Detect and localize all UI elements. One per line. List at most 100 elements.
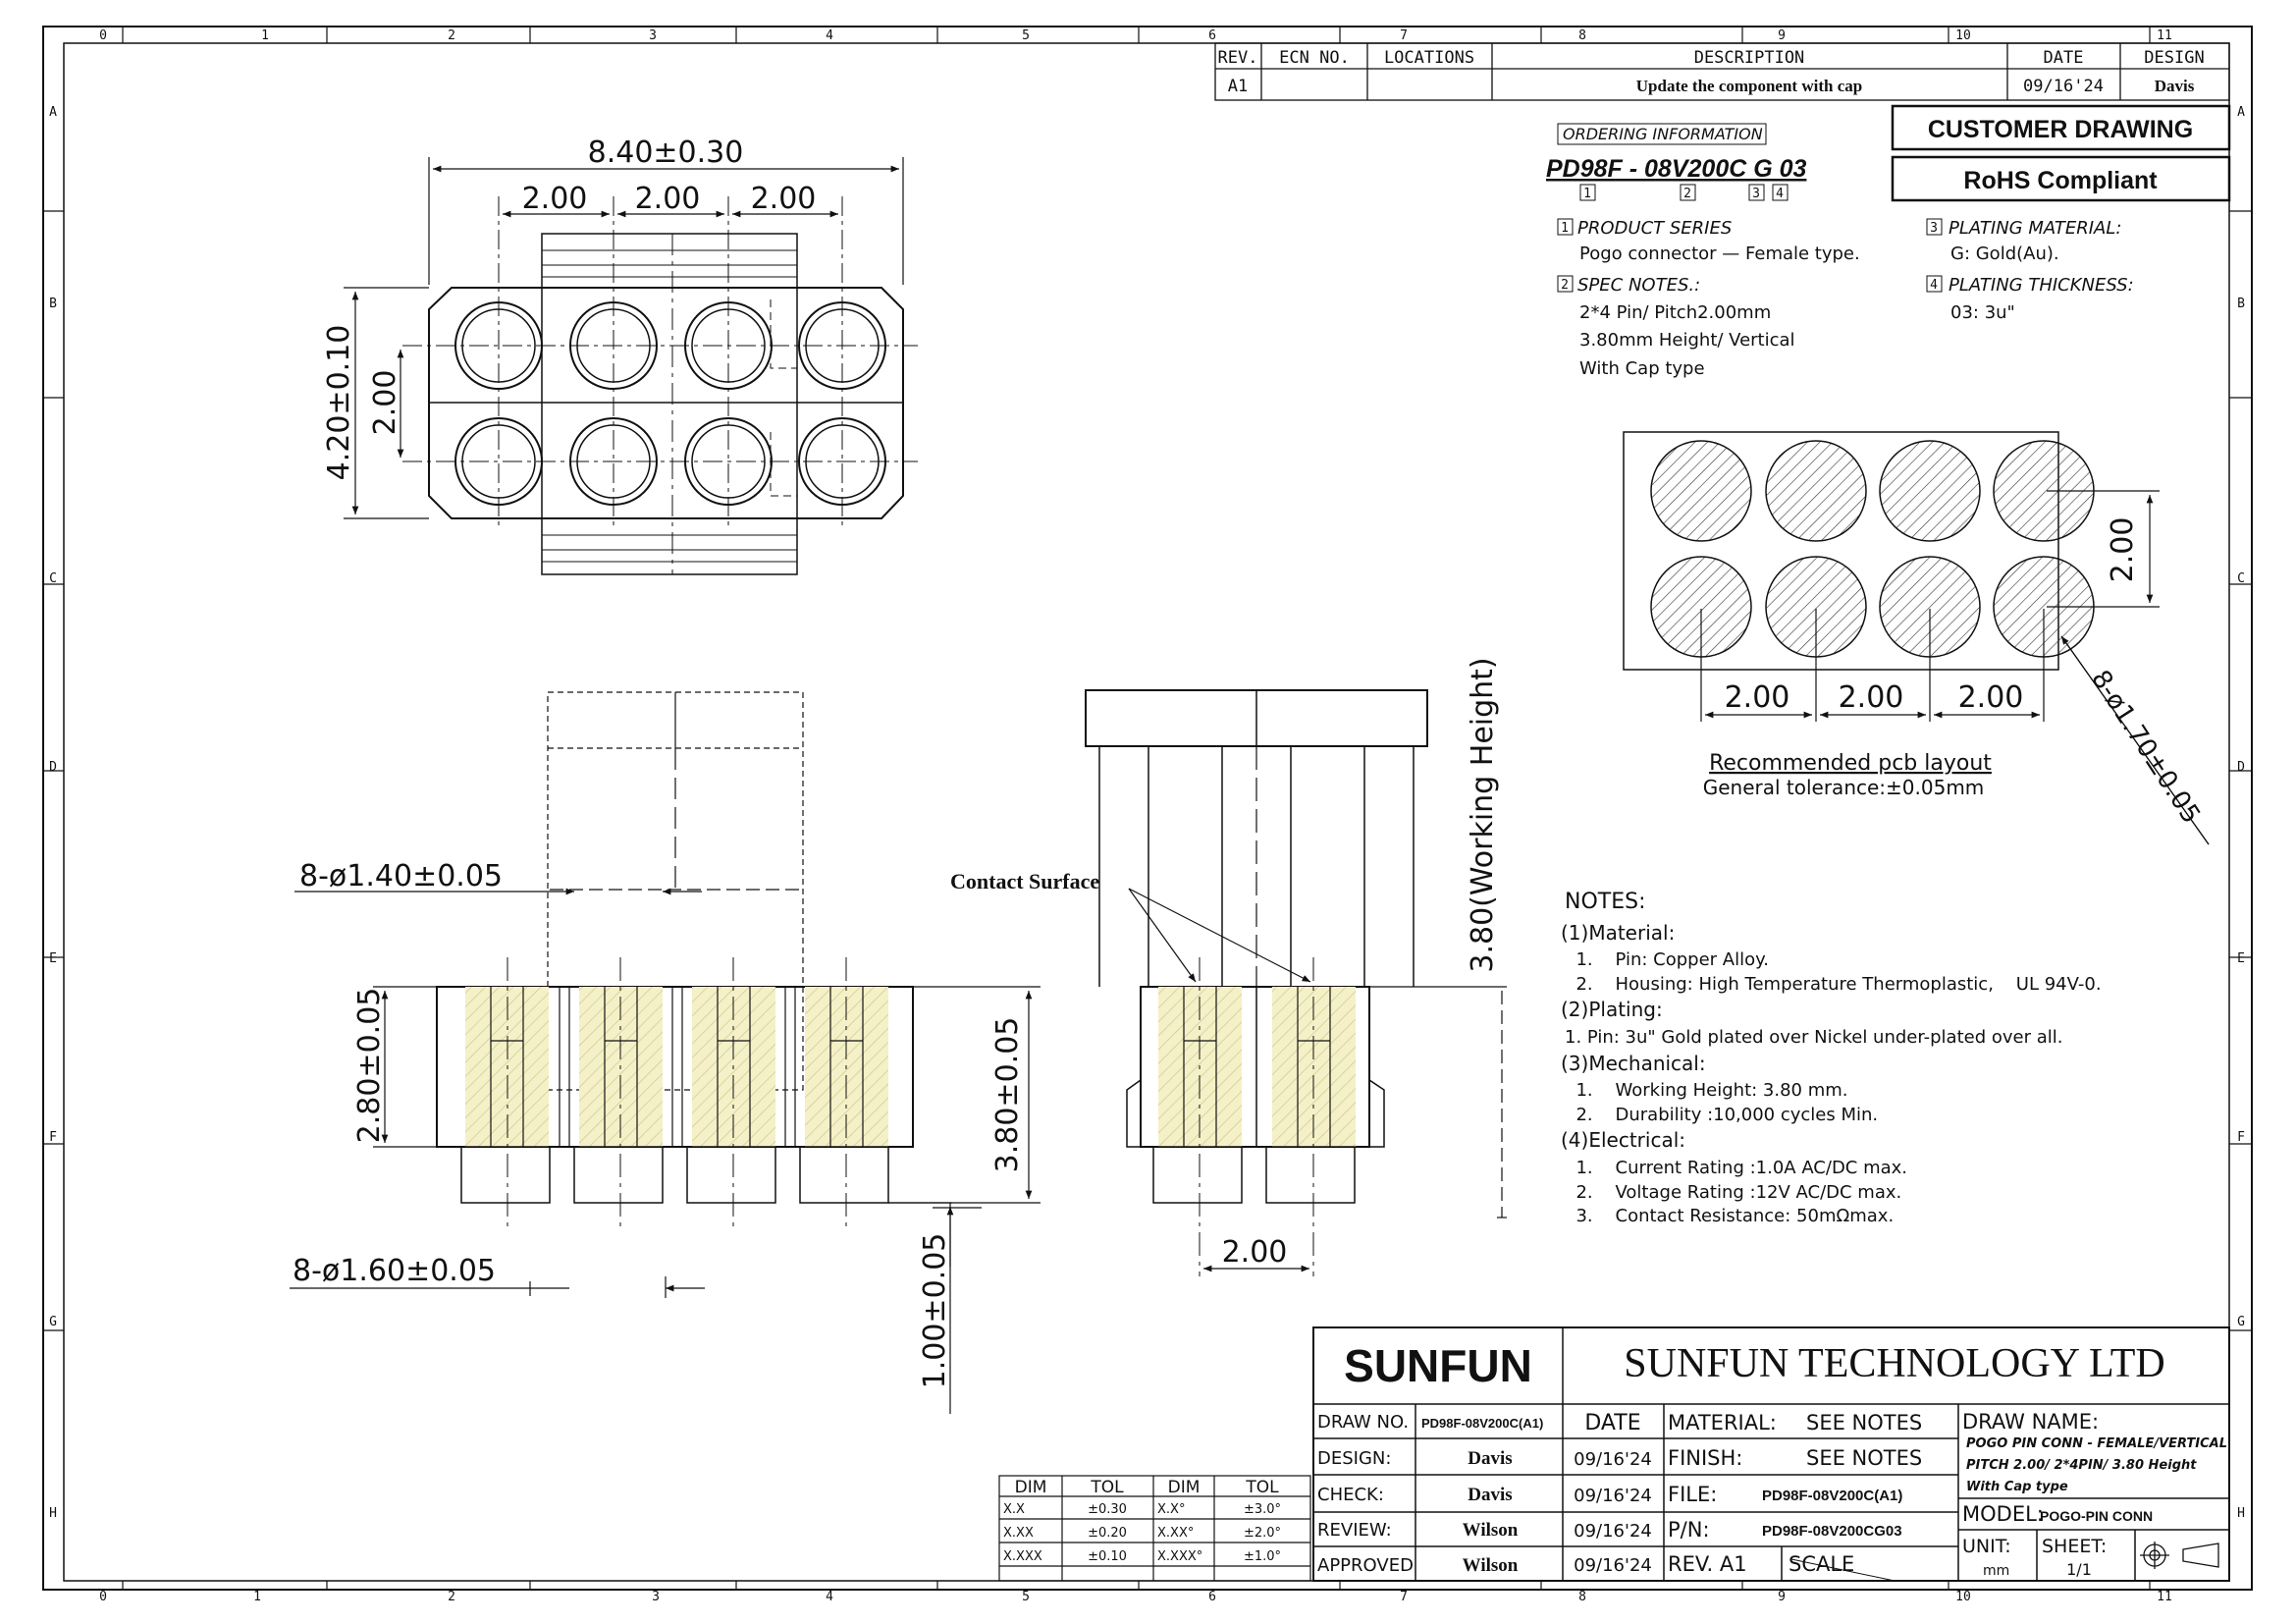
- note-line: (3)Mechanical:: [1561, 1052, 1706, 1075]
- tol-cell: ±0.10: [1088, 1549, 1127, 1564]
- grid-number: 6: [1208, 28, 1216, 43]
- contact-surface-label: Contact Surface: [950, 869, 1099, 893]
- grid-number: 4: [826, 28, 833, 43]
- tol-cell: X.X°: [1157, 1502, 1185, 1517]
- grid-letter: D: [2237, 760, 2245, 775]
- grid-letter: A: [2237, 105, 2245, 120]
- tol-header: DIM: [1168, 1478, 1201, 1497]
- draw-no-label: DRAW NO.: [1317, 1412, 1409, 1433]
- grid-number: 2: [448, 1590, 455, 1604]
- frame-top-numbers: 0 1 2 3 4 5 6 7 8 9 10 11: [99, 28, 2172, 43]
- company-name: SUNFUN TECHNOLOGY LTD: [1624, 1341, 2164, 1386]
- plating-material-title: PLATING MATERIAL:: [1949, 218, 2121, 239]
- approved-label: APPROVED: [1317, 1555, 1414, 1576]
- grid-letter: C: [2237, 571, 2245, 586]
- grid-number: 7: [1400, 1590, 1408, 1604]
- front-view: [290, 691, 1041, 1414]
- hole-lower-dim: 8-ø1.60±0.05: [293, 1254, 496, 1288]
- grid-number: 0: [99, 1590, 107, 1604]
- grid-number: 4: [826, 1590, 833, 1604]
- rev-value: A1: [1228, 77, 1248, 96]
- ordering-part-number: PD98F - 08V200C G 03: [1546, 155, 1807, 183]
- frame-top-ticks: [43, 27, 2252, 1590]
- marker-4: 4: [1776, 187, 1784, 201]
- check-label: CHECK:: [1317, 1485, 1384, 1505]
- tol-cell: X.XXX°: [1157, 1549, 1202, 1564]
- note-line: 1. Working Height: 3.80 mm.: [1565, 1080, 1848, 1101]
- marker-3: 3: [1752, 187, 1760, 201]
- material-marker: 3: [1930, 221, 1938, 236]
- spec-line: 3.80mm Height/ Vertical: [1579, 330, 1795, 351]
- design-value: Davis: [1468, 1448, 1512, 1469]
- customer-drawing-badge: CUSTOMER DRAWING: [1891, 104, 2231, 151]
- plating-thickness-text: 03: 3u": [1950, 302, 2015, 323]
- tol-cell: X.XX°: [1157, 1526, 1194, 1541]
- top-view: [344, 157, 918, 575]
- grid-letter: F: [49, 1130, 57, 1145]
- pcb-tolerance: General tolerance:±0.05mm: [1703, 776, 1985, 799]
- draw-no-value: PD98F-08V200C(A1): [1421, 1416, 1543, 1431]
- scale-label: SCALE: [1789, 1552, 1854, 1576]
- title-block: SUNFUN SUNFUN TECHNOLOGY LTD DRAW NO. DE…: [1312, 1326, 2230, 1582]
- side-view-labels: Contact Surface 3.80(Working Height) 2.0…: [950, 657, 1500, 1270]
- date-column-header: DATE: [1584, 1411, 1640, 1435]
- grid-letter: E: [49, 951, 57, 966]
- design-header: DESIGN: [2144, 48, 2204, 68]
- note-line: (2)Plating:: [1561, 998, 1663, 1021]
- draw-name-line: POGO PIN CONN - FEMALE/VERTICAL: [1966, 1436, 2227, 1451]
- top-view-dimensions: 8.40±0.30 2.00 2.00 2.00 4.20±0.10 2.00: [322, 135, 816, 480]
- frame-bottom-numbers: 0 1 2 3 4 5 6 7 8 9 10 11: [99, 1590, 2172, 1604]
- grid-number: 8: [1578, 1590, 1586, 1604]
- design-date: 09/16'24: [1574, 1449, 1652, 1470]
- review-value: Wilson: [1463, 1520, 1519, 1541]
- grid-letter: E: [2237, 951, 2245, 966]
- pitch-dim: 2.00: [522, 182, 588, 216]
- spec-line: With Cap type: [1579, 358, 1705, 379]
- grid-number: 1: [253, 1590, 261, 1604]
- grid-letter: F: [2237, 1130, 2245, 1145]
- grid-number: 9: [1778, 28, 1786, 43]
- total-height-dim: 3.80±0.05: [990, 1017, 1025, 1173]
- check-date: 09/16'24: [1574, 1486, 1652, 1506]
- ordering-heading: ORDERING INFORMATION: [1563, 125, 1763, 143]
- rev-header: REV.: [1218, 48, 1258, 68]
- grid-number: 5: [1022, 1590, 1030, 1604]
- tolerance-table: DIM TOL DIM TOL X.X ±0.30 X.X° ±3.0° X.X…: [998, 1475, 1311, 1582]
- grid-number: 11: [2157, 28, 2172, 43]
- sheet-label: SHEET:: [2042, 1536, 2107, 1557]
- note-line: (4)Electrical:: [1561, 1128, 1685, 1152]
- note-line: 1. Current Rating :1.0A AC/DC max.: [1565, 1158, 1907, 1178]
- grid-letter: D: [49, 760, 57, 775]
- unit-label: UNIT:: [1962, 1536, 2011, 1557]
- rohs-badge: RoHS Compliant: [1891, 155, 2231, 202]
- tol-cell: X.XXX: [1003, 1549, 1042, 1564]
- review-label: REVIEW:: [1317, 1520, 1392, 1541]
- rev-designer: Davis: [2155, 77, 2195, 95]
- material-value: SEE NOTES: [1806, 1411, 1922, 1435]
- overall-width-dim: 8.40±0.30: [588, 135, 744, 170]
- grid-number: 11: [2157, 1590, 2172, 1604]
- design-label: DESIGN:: [1317, 1448, 1391, 1469]
- pn-value: PD98F-08V200CG03: [1762, 1523, 1902, 1540]
- tail-length-dim: 1.00±0.05: [918, 1233, 952, 1389]
- grid-number: 9: [1778, 1590, 1786, 1604]
- sheet-value: 1/1: [2066, 1560, 2092, 1579]
- grid-letter: H: [49, 1506, 57, 1521]
- draw-name-line: PITCH 2.00/ 2*4PIN/ 3.80 Height: [1966, 1458, 2197, 1473]
- pn-label: P/N:: [1668, 1518, 1710, 1542]
- series-marker: 1: [1561, 221, 1569, 236]
- approved-date: 09/16'24: [1574, 1555, 1652, 1576]
- note-line: 1. Pin: Copper Alloy.: [1565, 949, 1769, 970]
- tol-cell: X.XX: [1003, 1526, 1034, 1541]
- note-line: 2. Housing: High Temperature Thermoplast…: [1565, 974, 2102, 995]
- material-label: MATERIAL:: [1668, 1411, 1777, 1435]
- plating-thickness-title: PLATING THICKNESS:: [1949, 275, 2134, 296]
- pcb-pitch: 2.00: [1839, 680, 1904, 715]
- side-view: [1085, 689, 1507, 1276]
- projection-symbol-icon: [2140, 1542, 2219, 1569]
- row-pitch-dim: 2.00: [368, 370, 402, 436]
- front-view-dimensions: 8-ø1.40±0.05 8-ø1.60±0.05 2.80±0.05 3.80…: [293, 859, 1025, 1388]
- frame-left-letters: A B C D E F G H: [49, 105, 57, 1521]
- plating-material-text: G: Gold(Au).: [1950, 244, 2059, 264]
